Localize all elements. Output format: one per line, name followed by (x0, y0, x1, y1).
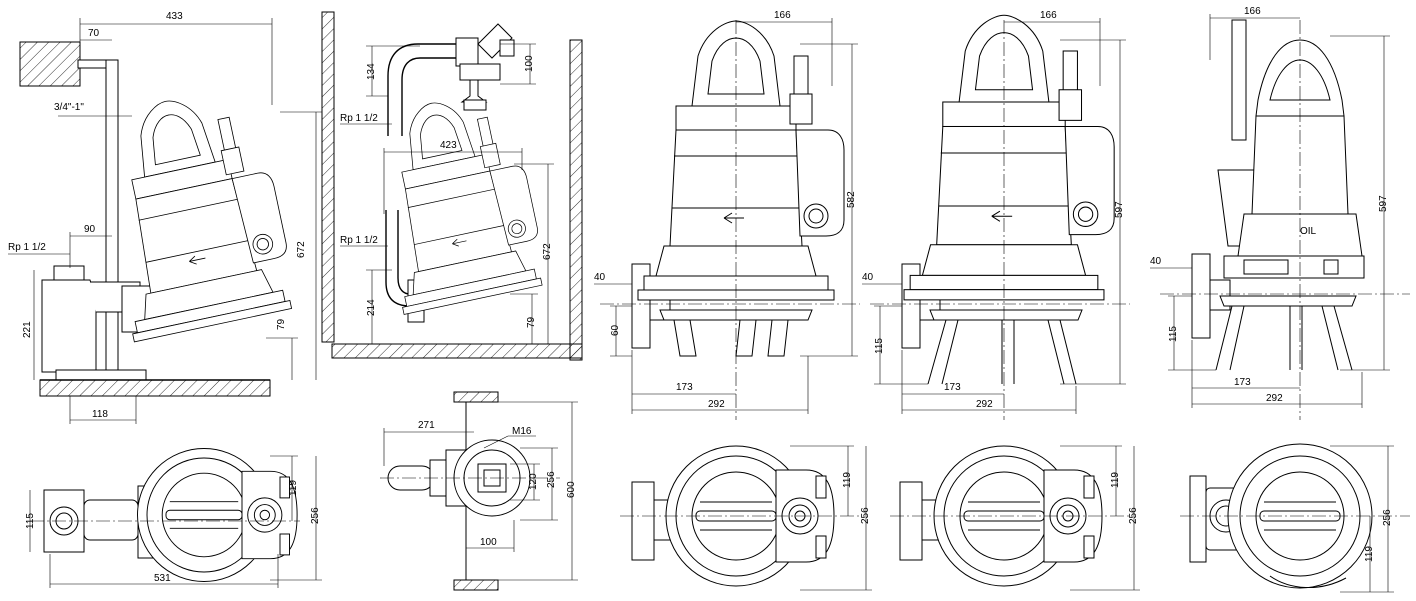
dim-40-ring1: 40 (594, 272, 606, 283)
dim-292-ring2: 292 (976, 399, 993, 410)
dim-40-ring3: 40 (1150, 256, 1162, 267)
ring-stand-1-top-view: 119 256 (620, 445, 872, 591)
dim-672-pipe: 672 (542, 243, 553, 260)
ring-stand-3-side-view: OIL 166 597 40 115 173 292 (1150, 6, 1410, 420)
dim-292-ring1: 292 (708, 399, 725, 410)
right-wall (569, 39, 583, 361)
wall-section (19, 41, 81, 87)
dim-423: 423 (440, 140, 457, 151)
pit-floor (331, 343, 583, 359)
dim-256-ring3: 256 (1382, 509, 1393, 526)
top-wall (453, 391, 499, 403)
dim-115-ring3: 115 (1168, 326, 1179, 342)
dim-256-top: 256 (310, 507, 321, 524)
dim-134: 134 (366, 63, 377, 80)
pipe-stand-side-view: 134 100 Rp 1 1/2 423 Rp 1 1/2 672 214 79 (321, 11, 583, 361)
dim-119-ring1: 119 (842, 472, 853, 488)
dim-79: 79 (276, 318, 287, 330)
autocoupling-top-view: 115 531 119 256 (25, 448, 322, 588)
dim-60-ring1: 60 (610, 324, 621, 336)
dim-118: 118 (92, 409, 108, 420)
dim-600: 600 (566, 481, 577, 498)
dim-672: 672 (296, 241, 307, 258)
dim-256-ring1: 256 (860, 507, 871, 524)
dim-256-ring2: 256 (1128, 507, 1139, 524)
dim-166-ring1: 166 (774, 10, 791, 21)
dim-100-top: 100 (480, 537, 497, 548)
dim-100-upper: 100 (524, 55, 535, 72)
label-m16: M16 (512, 426, 532, 437)
left-wall (321, 11, 335, 343)
pipe-stand-top-view: 271 M16 120 256 600 100 (380, 391, 578, 591)
dim-rp-mid: Rp 1 1/2 (340, 235, 378, 246)
dim-292-ring3: 292 (1266, 393, 1283, 404)
dim-173-ring1: 173 (676, 382, 693, 393)
dim-119-ring2: 119 (1110, 472, 1121, 488)
ring-stand-2-top-view: 119 256 (890, 445, 1140, 591)
label-oil: OIL (1300, 226, 1317, 237)
dim-70: 70 (88, 28, 100, 39)
dim-166-ring3: 166 (1244, 6, 1261, 17)
ring-stand-1-side-view: 166 582 40 60 173 292 (594, 10, 860, 420)
dim-433: 433 (166, 11, 183, 22)
dim-90: 90 (84, 224, 96, 235)
bottom-wall (453, 579, 499, 591)
dim-531: 531 (154, 573, 171, 584)
dim-221: 221 (22, 321, 33, 338)
dim-166-ring2: 166 (1040, 10, 1057, 21)
dim-115-ring2: 115 (874, 338, 885, 354)
dim-214: 214 (366, 299, 377, 316)
dim-582: 582 (846, 191, 857, 208)
floor-section (39, 379, 271, 397)
dim-rp-upper: Rp 1 1/2 (340, 113, 378, 124)
dim-115-top: 115 (25, 513, 36, 529)
dim-173-ring2: 173 (944, 382, 961, 393)
ring-stand-3-top-view: 256 119 (1180, 443, 1410, 593)
autocoupling-side-view: 433 70 3/4"-1" 90 Rp 1 1/2 221 672 79 11… (8, 11, 322, 424)
dim-40-ring2: 40 (862, 272, 874, 283)
dim-79-pipe: 79 (526, 316, 537, 328)
dim-256-pipe: 256 (546, 471, 557, 488)
dim-597-ring3: 597 (1378, 195, 1389, 212)
dim-173-ring3: 173 (1234, 377, 1251, 388)
dim-271: 271 (418, 420, 435, 431)
dim-rp-1-1-2: Rp 1 1/2 (8, 242, 46, 253)
dim-3-4-1: 3/4"-1" (54, 102, 84, 113)
ring-stand-2-side-view: 166 597 40 115 173 292 (862, 10, 1130, 420)
dim-119-ring3: 119 (1364, 546, 1375, 562)
dim-120: 120 (528, 473, 539, 490)
dim-597-ring2: 597 (1114, 201, 1125, 218)
dim-119-top: 119 (288, 480, 299, 496)
